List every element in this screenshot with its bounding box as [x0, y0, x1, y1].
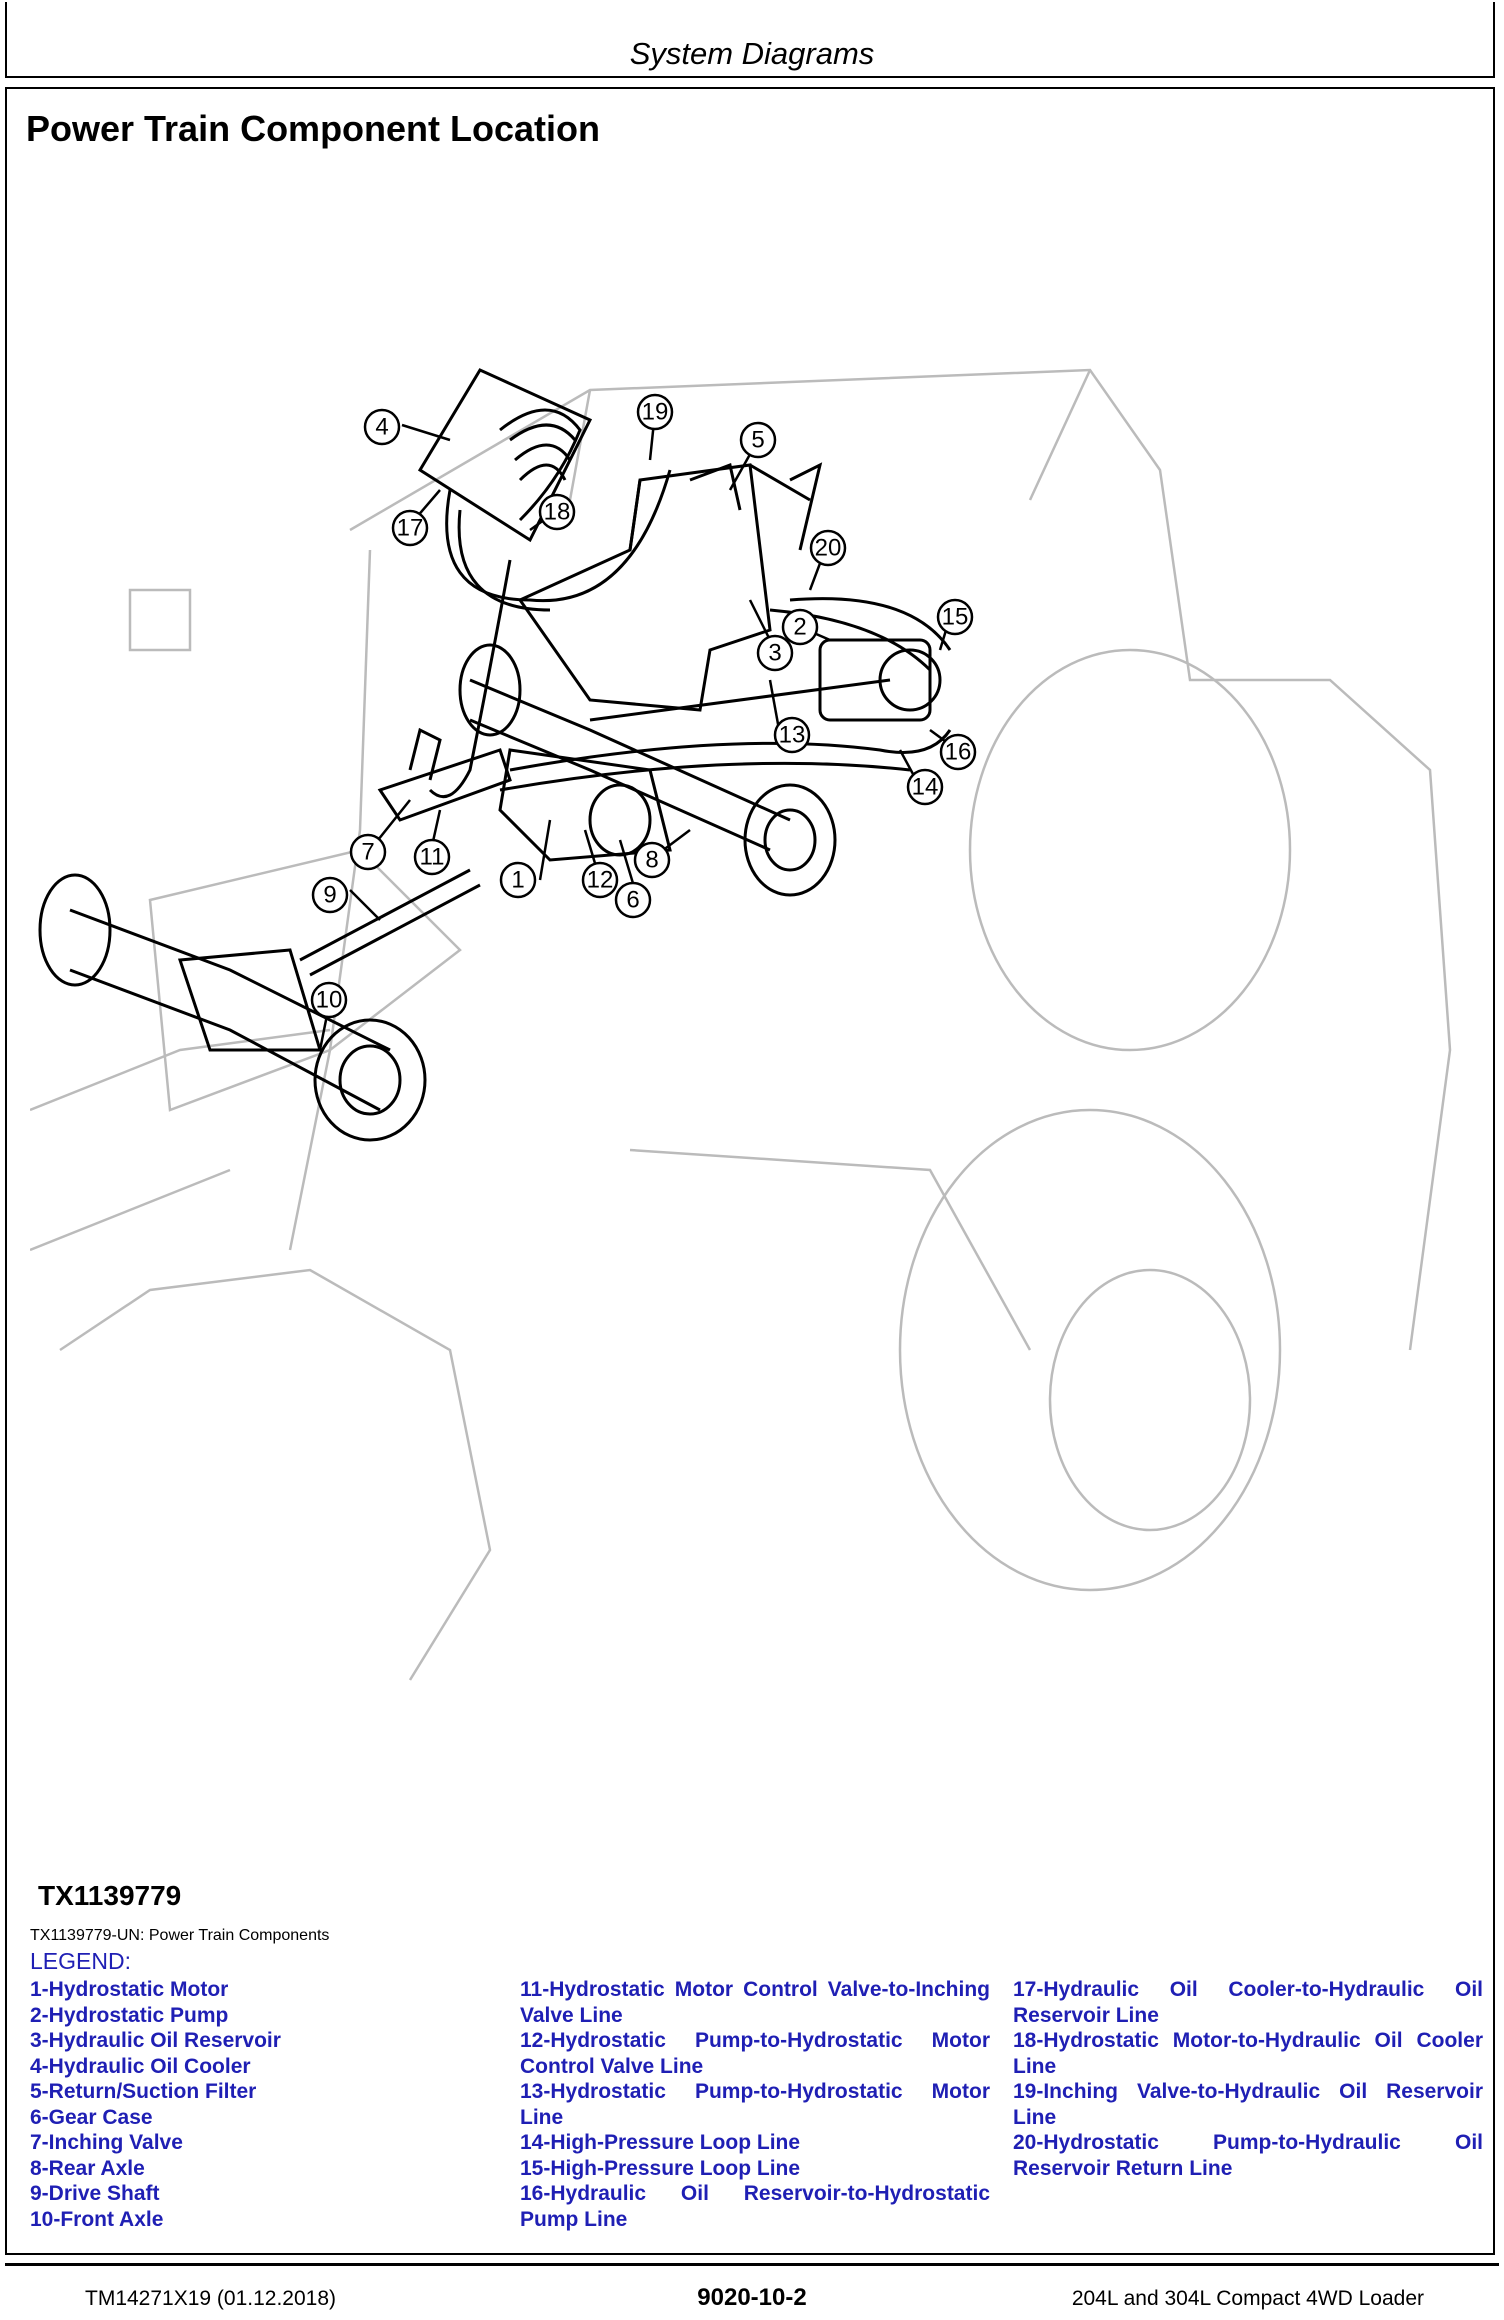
content-frame: [5, 87, 1495, 2255]
callout-14-label: 14: [912, 774, 939, 801]
power-train-diagram: 1 2 3 4 5 6 7 8 9 10 11 12 13 14 15 16 1…: [30, 368, 1452, 1681]
legend-item: 6-Gear Case: [30, 2105, 153, 2129]
legend-item: 16-Hydraulic Oil Reservoir-to-Hydrostati…: [520, 2182, 990, 2231]
callout-11-label: 11: [420, 844, 445, 871]
callout-3: 3: [756, 634, 794, 672]
callout-12-label: 12: [587, 867, 614, 894]
legend-item: 17-Hydraulic Oil Cooler-to-Hydraulic Oil…: [1013, 1978, 1483, 2027]
figure-caption: TX1139779-UN: Power Train Components: [30, 1927, 330, 1944]
footer-manual-id: TM14271X19 (01.12.2018): [85, 2287, 337, 2310]
legend-item: 19-Inching Valve-to-Hydraulic Oil Reserv…: [1013, 2080, 1483, 2129]
callout-16-label: 16: [945, 739, 972, 766]
rear-axle: [458, 643, 837, 897]
callout-16: 16: [939, 733, 977, 771]
legend-item: 4-Hydraulic Oil Cooler: [30, 2054, 251, 2078]
callout-2: 2: [781, 608, 819, 646]
section-title: Power Train Component Location: [26, 108, 601, 149]
legend-item: 11-Hydrostatic Motor Control Valve-to-In…: [520, 1978, 990, 2027]
callout-10: 10: [310, 981, 348, 1019]
legend-item: 7-Inching Valve: [30, 2131, 183, 2154]
legend-item: 9-Drive Shaft: [30, 2182, 160, 2205]
callout-2-label: 2: [793, 614, 806, 641]
callout-18: 18: [538, 493, 576, 531]
figure-id: TX1139779: [38, 1880, 182, 1911]
hydraulic-oil-cooler: [417, 368, 593, 543]
footer-product-name: 204L and 304L Compact 4WD Loader: [1071, 2287, 1424, 2310]
callout-10-label: 10: [316, 987, 343, 1014]
inching-valve: [377, 727, 512, 822]
legend-item: 2-Hydrostatic Pump: [30, 2003, 229, 2027]
callout-7: 7: [349, 833, 387, 871]
callout-18-label: 18: [544, 499, 571, 526]
legend-item: 8-Rear Axle: [30, 2156, 145, 2180]
callout-14: 14: [906, 768, 944, 806]
callout-7-label: 7: [361, 839, 374, 866]
footer-rule: [5, 2263, 1499, 2266]
callout-8-label: 8: [645, 847, 658, 874]
legend-item: 14-High-Pressure Loop Line: [520, 2131, 801, 2154]
legend-label: LEGEND:: [30, 1948, 131, 1974]
header-box: [5, 2, 1495, 78]
callout-1-label: 1: [511, 867, 524, 894]
callout-17: 17: [391, 509, 429, 547]
legend-column-3: 17-Hydraulic Oil Cooler-to-Hydraulic Oil…: [1013, 1977, 1483, 2181]
hydraulic-oil-reservoir: [517, 462, 823, 712]
callout-6-label: 6: [626, 887, 639, 914]
callout-17-label: 17: [397, 515, 424, 542]
loader-body-outline: [30, 368, 1452, 1681]
callout-19: 19: [636, 393, 674, 431]
callout-3-label: 3: [768, 640, 781, 667]
callout-5: 5: [739, 421, 777, 459]
hydraulic-lines: [428, 469, 952, 799]
legend-item: 3-Hydraulic Oil Reservoir: [30, 2029, 281, 2052]
callout-4-label: 4: [375, 414, 388, 441]
legend-item: 1-Hydrostatic Motor: [30, 1978, 229, 2001]
legend-item: 10-Front Axle: [30, 2207, 164, 2231]
front-axle: [38, 873, 427, 1142]
footer-page-number: 9020-10-2: [697, 2284, 807, 2311]
callout-leaders: [318, 411, 961, 1051]
callout-13-label: 13: [779, 722, 806, 749]
legend-item: 15-High-Pressure Loop Line: [520, 2156, 801, 2180]
callout-9: 9: [311, 876, 349, 914]
legend-column-2: 11-Hydrostatic Motor Control Valve-to-In…: [520, 1977, 990, 2232]
callout-15-label: 15: [942, 604, 969, 631]
callout-20: 20: [809, 529, 847, 567]
legend-item: 12-Hydrostatic Pump-to-Hydrostatic Motor…: [520, 2029, 990, 2078]
callout-1: 1: [499, 861, 537, 899]
legend-item: 18-Hydrostatic Motor-to-Hydraulic Oil Co…: [1013, 2029, 1483, 2078]
legend-item: 20-Hydrostatic Pump-to-Hydraulic Oil Res…: [1013, 2131, 1483, 2180]
callout-4: 4: [363, 408, 401, 446]
legend-item: 13-Hydrostatic Pump-to-Hydrostatic Motor…: [520, 2080, 990, 2129]
callout-13: 13: [773, 716, 811, 754]
callout-5-label: 5: [751, 427, 764, 454]
callout-9-label: 9: [323, 882, 336, 909]
drive-shaft: [299, 868, 481, 977]
callout-8: 8: [633, 841, 671, 879]
hydrostatic-pump: [818, 638, 942, 722]
gear-case: [498, 748, 672, 862]
callout-12: 12: [581, 861, 619, 899]
callout-19-label: 19: [642, 399, 669, 426]
callout-15: 15: [936, 598, 974, 636]
callout-11: 11: [413, 838, 451, 876]
legend-column-1: 1-Hydrostatic Motor 2-Hydrostatic Pump 3…: [30, 1977, 490, 2232]
page-header-title: System Diagrams: [629, 36, 875, 71]
callout-6: 6: [614, 881, 652, 919]
callout-20-label: 20: [815, 535, 842, 562]
legend-item: 5-Return/Suction Filter: [30, 2080, 257, 2103]
